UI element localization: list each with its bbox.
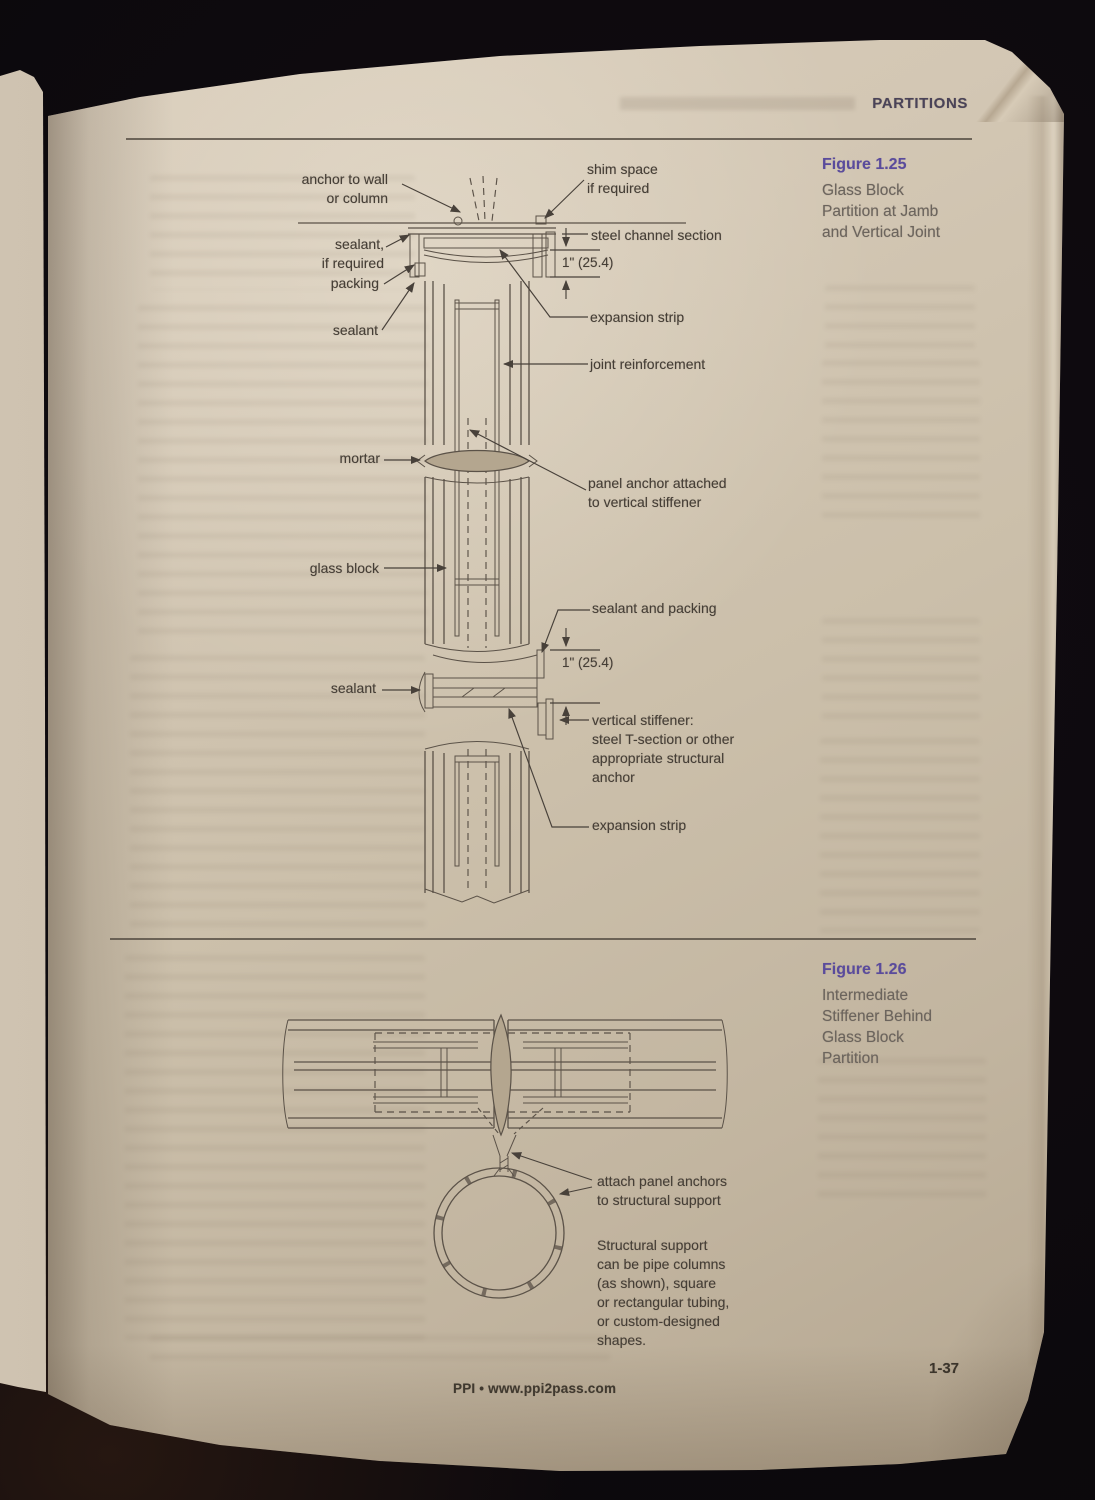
vertical-joint-mortar xyxy=(490,1013,512,1137)
sealant-packing-strip xyxy=(536,649,545,679)
label-packing: packing xyxy=(330,275,379,291)
panel-anchor-tie xyxy=(454,755,500,763)
label-joint-reinforcement: joint reinforcement xyxy=(590,356,706,372)
figure-1-26-label: Figure 1.26 xyxy=(822,961,907,978)
anchor-bolt xyxy=(453,216,463,226)
fig-1-26-drawing xyxy=(282,1013,728,1299)
bent-corner xyxy=(972,40,1064,122)
label-expansion-strip-bottom: expansion strip xyxy=(592,817,687,833)
vertical-stiffener-plate xyxy=(545,698,554,740)
label-sealant-top: sealant xyxy=(332,322,378,338)
fig-1-25-leaders xyxy=(381,179,590,828)
label-sealant-if-required: sealant, if required xyxy=(321,236,384,271)
label-sealant-mid: sealant xyxy=(330,680,376,696)
anchor-strap xyxy=(477,1107,544,1177)
top-rule xyxy=(126,138,972,140)
label-anchor-to-wall: anchor to wall or column xyxy=(301,171,388,206)
label-shim-space: shim space if required xyxy=(587,161,658,196)
label-sealant-and-packing: sealant and packing xyxy=(592,600,717,616)
mortar-joint xyxy=(424,449,530,473)
label-vertical-stiffener: vertical stiffener: steel T-section or o… xyxy=(592,712,735,785)
stiffener-plate-band xyxy=(432,687,538,698)
fig-1-26-leaders xyxy=(510,1152,593,1196)
glass-block-column-lower xyxy=(424,741,530,904)
running-head: PARTITIONS xyxy=(872,95,968,112)
label-structural-support-note: Structural support can be pipe columns (… xyxy=(597,1237,730,1348)
figure-1-25-label: Figure 1.25 xyxy=(822,156,907,173)
fig-1-25-drawing xyxy=(298,175,686,904)
label-dim-top: 1" (25.4) xyxy=(562,255,614,270)
footer-imprint: PPI • www.ppi2pass.com xyxy=(453,1381,616,1396)
label-panel-anchor: panel anchor attached to vertical stiffe… xyxy=(588,475,727,510)
page-number: 1-37 xyxy=(929,1360,959,1377)
label-attach-panel-anchors: attach panel anchors to structural suppo… xyxy=(597,1173,727,1208)
gutter-shadow xyxy=(48,40,194,1471)
joint-reinforcement-rod xyxy=(454,761,460,867)
mid-rule xyxy=(110,938,976,940)
stiffener-hidden-outline xyxy=(374,1032,631,1113)
vertical-stiffener-flange xyxy=(537,702,547,736)
packing-band xyxy=(423,237,549,249)
label-mortar: mortar xyxy=(339,450,380,466)
joint-reinforcement-rod xyxy=(494,761,500,867)
glass-block-column xyxy=(416,281,538,663)
label-expansion-strip-top: expansion strip xyxy=(590,309,685,325)
break-line xyxy=(424,888,530,904)
shim-block xyxy=(535,215,547,225)
anchor-dashes xyxy=(469,175,498,222)
horizontal-joint-assembly xyxy=(418,649,554,740)
figure-1-26-caption: Intermediate Stiffener Behind Glass Bloc… xyxy=(822,987,933,1067)
panel-anchors xyxy=(373,1041,628,1104)
panel-anchor-tie xyxy=(454,578,500,586)
dimension-top xyxy=(550,228,600,299)
sealant-strip xyxy=(424,673,434,709)
corner-shadow xyxy=(795,1100,1064,1471)
figure-1-25-caption: Glass Block Partition at Jamb and Vertic… xyxy=(822,182,941,241)
label-dim-mid: 1" (25.4) xyxy=(562,655,614,670)
sealant-bead xyxy=(414,262,426,277)
label-glass-block: glass block xyxy=(309,560,379,576)
pipe-column xyxy=(433,1167,565,1299)
expansion-strip-curve xyxy=(423,249,549,258)
steel-channel xyxy=(408,227,556,278)
label-steel-channel: steel channel section xyxy=(591,227,722,243)
panel-anchor-tie xyxy=(454,302,500,310)
